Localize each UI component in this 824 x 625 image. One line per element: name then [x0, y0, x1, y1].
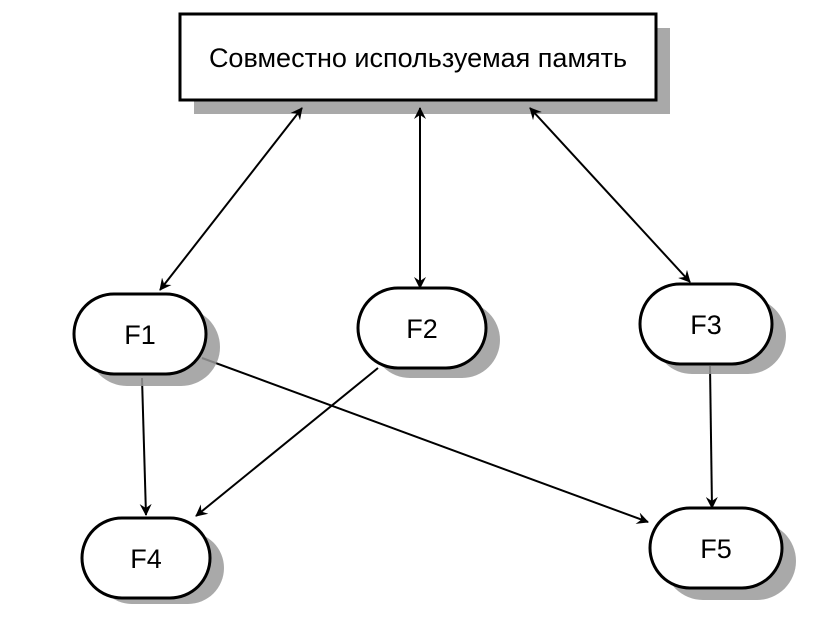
- node-f3-label: F3: [690, 310, 722, 340]
- node-f2-shape: [356, 286, 488, 370]
- edges: [139, 107, 718, 524]
- node-f1: F1: [72, 292, 220, 386]
- edge-f3-f5: [705, 365, 718, 509]
- node-f1-label: F1: [124, 320, 156, 350]
- shared-memory-box: Совместно используемая память: [178, 12, 670, 114]
- node-f5: F5: [648, 506, 796, 600]
- edge-memory-f1: [159, 107, 303, 291]
- node-f2: F2: [356, 286, 500, 378]
- edge-f1-f4: [139, 377, 152, 516]
- node-f4-label: F4: [130, 544, 162, 574]
- node-f4-shape: [80, 516, 212, 600]
- node-f4: F4: [80, 516, 224, 604]
- shared-memory-label: Совместно используемая память: [209, 43, 627, 73]
- node-f5-label: F5: [700, 534, 732, 564]
- edge-f2-f4: [195, 367, 379, 517]
- node-f2-label: F2: [406, 314, 438, 344]
- node-f5-shape: [648, 506, 784, 590]
- node-f1-shape: [72, 292, 208, 376]
- node-f3-shape: [638, 282, 774, 366]
- edge-memory-f3: [529, 107, 691, 283]
- edge-f1-f5: [201, 357, 649, 524]
- node-f3: F3: [638, 282, 786, 374]
- shared-memory-rect: [178, 12, 658, 102]
